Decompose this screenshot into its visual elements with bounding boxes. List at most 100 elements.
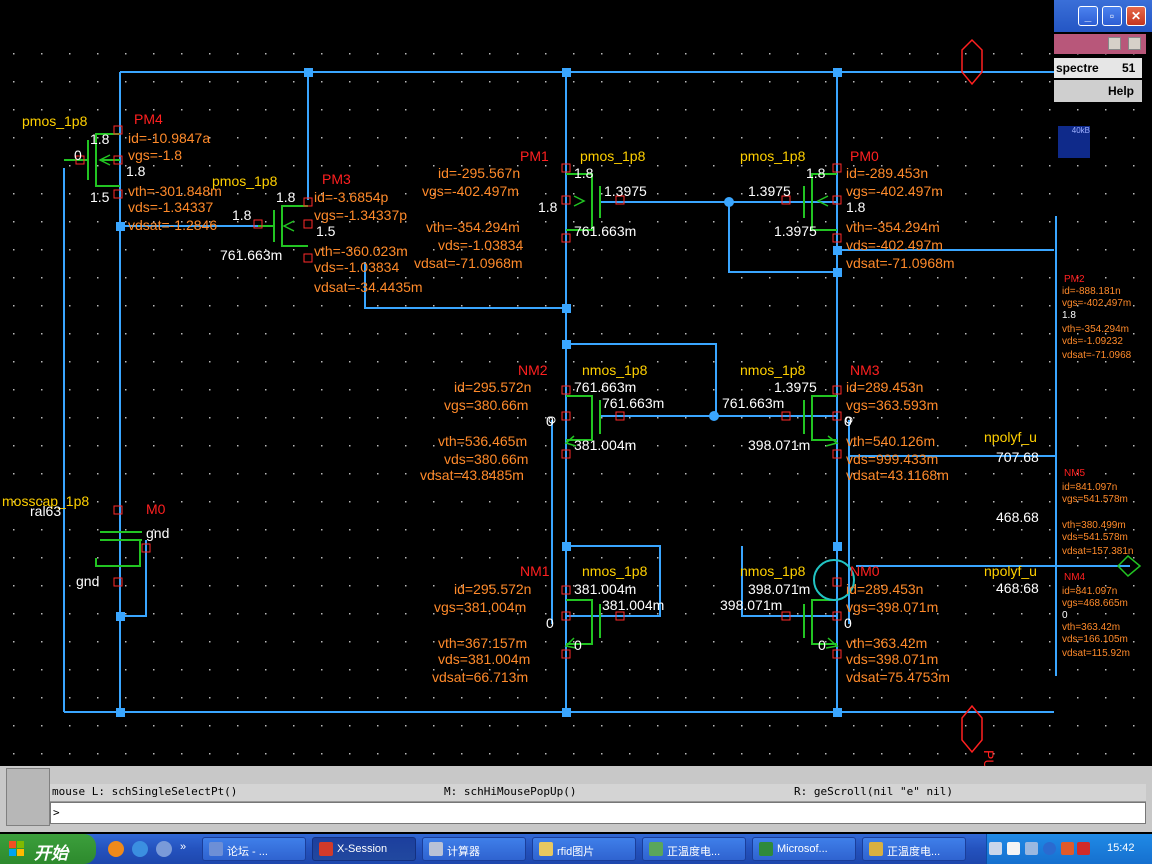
folder-icon xyxy=(539,842,553,856)
task-x-session[interactable]: X-Session xyxy=(312,837,416,861)
nm4-side-vgs: vgs=468.665m xyxy=(1062,598,1128,609)
inner-min-button[interactable] xyxy=(1108,37,1121,50)
nm0-name: NM0 xyxy=(850,563,880,579)
nm2-param-vgs: vgs=380.66m xyxy=(444,397,528,413)
antivirus-icon[interactable] xyxy=(1061,842,1074,855)
pm1-param-vgs: vgs=-402.497m xyxy=(422,183,519,199)
app-k-icon[interactable] xyxy=(1077,842,1090,855)
start-button[interactable]: 开始 xyxy=(0,834,96,864)
task-excel-label: Microsof... xyxy=(777,843,828,855)
command-prompt: > xyxy=(53,806,60,819)
inner-max-button[interactable] xyxy=(1128,37,1141,50)
nm3-param-vdsat: vdsat=43.1168m xyxy=(846,467,949,483)
nm5-side-vth: vth=380.499m xyxy=(1062,520,1126,531)
nm4-side-vdsat: vdsat=115.92m xyxy=(1062,648,1130,659)
nm2-pin-src: 381.004m xyxy=(574,437,636,453)
task-calculator[interactable]: 计算器 xyxy=(422,837,526,861)
pm1-pin-gate: 1.3975 xyxy=(604,183,647,199)
network-icon[interactable] xyxy=(1025,842,1038,855)
maxthon-icon[interactable] xyxy=(156,841,172,857)
task-image-viewer-label: 正温度电... xyxy=(667,846,721,858)
nm5-side-vds: vds=541.578m xyxy=(1062,532,1128,543)
pm1-param-vdsat: vdsat=-71.0968m xyxy=(414,255,523,271)
pm1-param-vth: vth=-354.294m xyxy=(426,219,520,235)
pm3-model: pmos_1p8 xyxy=(212,173,278,189)
more-icon[interactable]: » xyxy=(180,841,187,853)
pm2-side-vdsat: vdsat=-71.0968 xyxy=(1062,350,1132,361)
m0-term2: gnd xyxy=(76,573,99,589)
mouse-right-binding: R: geScroll(nil "e" nil) xyxy=(794,785,953,798)
misc-shapes xyxy=(548,38,1142,754)
nm3-model: nmos_1p8 xyxy=(740,362,806,378)
chevron-left-icon[interactable] xyxy=(1043,842,1056,855)
pm4-param-vds: vds=-1.34337 xyxy=(128,199,213,215)
image-icon xyxy=(649,842,663,856)
pm4-pin-top: 1.8 xyxy=(90,131,110,147)
nm1-model: nmos_1p8 xyxy=(582,563,648,579)
pm2-side-pin: 1.8 xyxy=(1062,310,1076,321)
nm2-param-vth: vth=536.465m xyxy=(438,433,527,449)
pm4-pin-bot: 1.5 xyxy=(90,189,110,205)
nm1-param-id: id=295.572n xyxy=(454,581,531,597)
pin-markers xyxy=(75,125,842,659)
nm0-pin-top: 398.071m xyxy=(748,581,810,597)
nm0-pin-gate: 398.071m xyxy=(720,597,782,613)
ie-icon[interactable] xyxy=(132,841,148,857)
nm0-param-vgs: vgs=398.071m xyxy=(846,599,938,615)
pm3-pin-left: 1.8 xyxy=(232,207,252,223)
mouse-bindings-line: mouse L: schSingleSelectPt() M: schHiMou… xyxy=(50,784,1146,802)
minimize-button[interactable]: _ xyxy=(1078,6,1098,26)
help-menu[interactable]: Help xyxy=(1108,84,1135,98)
task-rfid-folder[interactable]: rfid图片 xyxy=(532,837,636,861)
pm3-param-vds: vds=-1.03834 xyxy=(314,259,399,275)
nm2-param-vdsat: vdsat=43.8485m xyxy=(420,467,524,483)
pm2-side-name: PM2 xyxy=(1064,274,1085,285)
pm0-param-vdsat: vdsat=-71.0968m xyxy=(846,255,955,271)
keyboard-icon[interactable] xyxy=(989,842,1002,855)
task-image-viewer[interactable]: 正温度电... xyxy=(642,837,746,861)
nm3-pin-src: 398.071m xyxy=(748,437,810,453)
start-label: 开始 xyxy=(34,844,68,863)
nm5-side-vdsat: vdsat=157.381n xyxy=(1062,546,1133,557)
nm3-param-vth: vth=540.126m xyxy=(846,433,935,449)
inner-window-titlebar xyxy=(1054,34,1146,54)
task-document[interactable]: 正温度电... xyxy=(862,837,966,861)
nm1-name: NM1 xyxy=(520,563,550,579)
forum-icon xyxy=(209,842,223,856)
pm0-name: PM0 xyxy=(850,148,879,164)
nm3-param-vds: vds=999.433m xyxy=(846,451,938,467)
pm4-pin-mid: 1.8 xyxy=(126,163,146,179)
task-calculator-label: 计算器 xyxy=(447,846,480,858)
task-excel[interactable]: Microsof... xyxy=(752,837,856,861)
task-forum-label: 论坛 - ... xyxy=(227,846,268,858)
window-controls: _ ▫ ✕ xyxy=(1054,0,1152,32)
pm3-param-id: id=-3.6854p xyxy=(314,189,389,205)
m0-term: gnd xyxy=(146,525,169,541)
nm1-pin-src: 0 xyxy=(574,637,582,653)
task-forum[interactable]: 论坛 - ... xyxy=(202,837,306,861)
maximize-button[interactable]: ▫ xyxy=(1102,6,1122,26)
status-indicator-box xyxy=(6,768,50,826)
firefox-icon[interactable] xyxy=(108,841,124,857)
nm2-pin-top: 761.663m xyxy=(574,379,636,395)
pm4-model: pmos_1p8 xyxy=(22,113,88,129)
help-menu-bar: Help xyxy=(1054,80,1142,102)
nm3-param-vgs: vgs=363.593m xyxy=(846,397,938,413)
document-icon xyxy=(869,842,883,856)
wires xyxy=(63,71,1130,713)
nm4-side-name: NM4 xyxy=(1064,572,1086,583)
help-icon[interactable] xyxy=(1007,842,1020,855)
command-input[interactable]: > xyxy=(50,802,1146,824)
pm1-param-vds: vds=-1.03834 xyxy=(438,237,523,253)
pm4-param-vgs: vgs=-1.8 xyxy=(128,147,182,163)
pm2-side-vth: vth=-354.294m xyxy=(1062,324,1129,335)
nm3-pin-body: 0 xyxy=(844,413,852,429)
nm1-param-vdsat: vdsat=66.713m xyxy=(432,669,528,685)
nm1-pin-top: 381.004m xyxy=(574,581,636,597)
close-button[interactable]: ✕ xyxy=(1126,6,1146,26)
nm1-pin-gate: 381.004m xyxy=(602,597,664,613)
task-rfid-folder-label: rfid图片 xyxy=(557,846,595,858)
system-tray xyxy=(986,834,1152,864)
npoly2-value: 468.68 xyxy=(996,580,1039,596)
